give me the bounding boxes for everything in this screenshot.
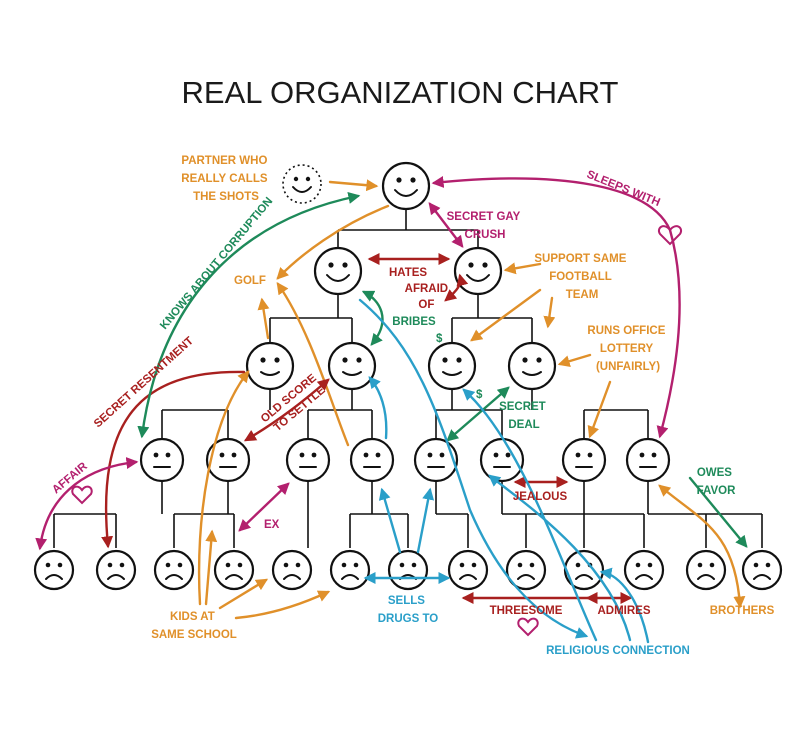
supervisor-face-8[interactable] [625,437,671,483]
worker-face-2[interactable] [95,549,137,591]
worker-face-3[interactable] [153,549,195,591]
worker-face-1[interactable] [33,549,75,591]
heart-icon [517,617,539,637]
manager-face-4[interactable] [507,341,557,391]
label-runs-lottery: RUNS OFFICE LOTTERY (UNFAIRLY) [587,325,668,373]
label-hates: HATES [389,267,427,279]
arrow-golf-left [257,297,270,340]
arrow-lottery-1 [557,353,592,367]
arrow-secret-deal [446,386,510,442]
heart-icon [71,485,93,505]
label-secret-deal: SECRET DEAL [499,401,549,431]
supervisor-face-3[interactable] [285,437,331,483]
arrow-brothers [658,484,746,609]
label-sleeps-with: SLEEPS WITH [585,169,662,209]
tree-level-1 [337,209,479,248]
tree-level-2-left [269,295,353,342]
tree-level-3-a [161,389,271,438]
worker-face-13[interactable] [741,549,783,591]
label-partner: PARTNER WHO REALLY CALLS THE SHOTS [181,155,270,203]
arrow-religious-2 [462,388,598,642]
manager-face-3[interactable] [427,341,477,391]
label-dollar-2: $ [476,389,483,401]
supervisor-face-2[interactable] [205,437,251,483]
label-religious-connection: RELIGIOUS CONNECTION [546,645,690,657]
supervisor-face-4[interactable] [349,437,395,483]
arrow-partner-to-boss [328,179,379,192]
arrow-religious-1 [358,298,589,639]
tree-level-2-right [451,295,533,342]
tree-level-4-d [349,482,409,548]
relationship-arrows [35,176,748,644]
arrow-blue-up-2 [416,487,435,554]
label-knows-corruption: KNOWS ABOUT CORRUPTION [158,195,275,332]
chart-title: REAL ORGANIZATION CHART [182,75,619,110]
label-support-team: SUPPORT SAME FOOTBALL TEAM [534,253,629,301]
arrow-secret-gay-crush [428,202,464,248]
label-golf: GOLF [234,275,266,287]
tree-level-4-e [435,482,469,548]
arrow-ex [238,482,290,532]
label-sells-drugs: SELLS DRUGS TO [378,595,439,625]
arrow-affair [35,457,139,551]
worker-face-8[interactable] [447,549,489,591]
heart-icon [658,225,682,246]
vp-face-right[interactable] [453,246,503,296]
tree-level-4-g [583,482,645,548]
worker-face-6[interactable] [329,549,371,591]
label-kids-school: KIDS AT SAME SCHOOL [151,611,237,641]
manager-face-2[interactable] [327,341,377,391]
partner-face[interactable] [282,164,322,204]
supervisor-face-5[interactable] [413,437,459,483]
label-dollar-1: $ [436,333,443,345]
tree-level-3-d [531,389,649,438]
arrow-football-3 [543,296,556,329]
arrow-religious-3 [488,474,632,642]
arrow-kids-4 [234,590,331,620]
arrow-knows-corruption [137,192,361,439]
arrow-owes-favor [688,476,748,548]
arrow-kids-2 [204,529,218,606]
label-threesome: THREESOME [490,605,563,617]
arrow-blue-manager [368,376,388,440]
arrow-football-2 [470,288,542,342]
label-jealous: JEALOUS [513,491,568,503]
label-secret-gay-crush: SECRET GAY CRUSH [447,211,524,241]
worker-face-7[interactable] [387,549,429,591]
arrow-kids-3 [218,578,269,610]
manager-face-1[interactable] [245,341,295,391]
arrow-lottery-2 [587,380,612,439]
label-ex: EX [264,519,280,531]
supervisor-face-7[interactable] [561,437,607,483]
arrow-blue-up-1 [378,487,402,554]
worker-face-11[interactable] [623,549,665,591]
arrow-bribes-green [361,290,384,346]
worker-face-5[interactable] [271,549,313,591]
label-brothers: BROTHERS [710,605,775,617]
tree-level-4-b [173,482,235,548]
boss-face[interactable] [381,161,431,211]
label-owes-favor: OWES FAVOR [697,467,736,497]
worker-face-4[interactable] [213,549,255,591]
worker-face-12[interactable] [685,549,727,591]
label-afraid-of-bribes: AFRAID OF BRIBES [392,283,451,328]
arrow-religious-4 [599,567,650,644]
worker-face-9[interactable] [505,549,547,591]
label-admires: ADMIRES [597,605,650,617]
supervisor-face-1[interactable] [139,437,185,483]
vp-face-left[interactable] [313,246,363,296]
